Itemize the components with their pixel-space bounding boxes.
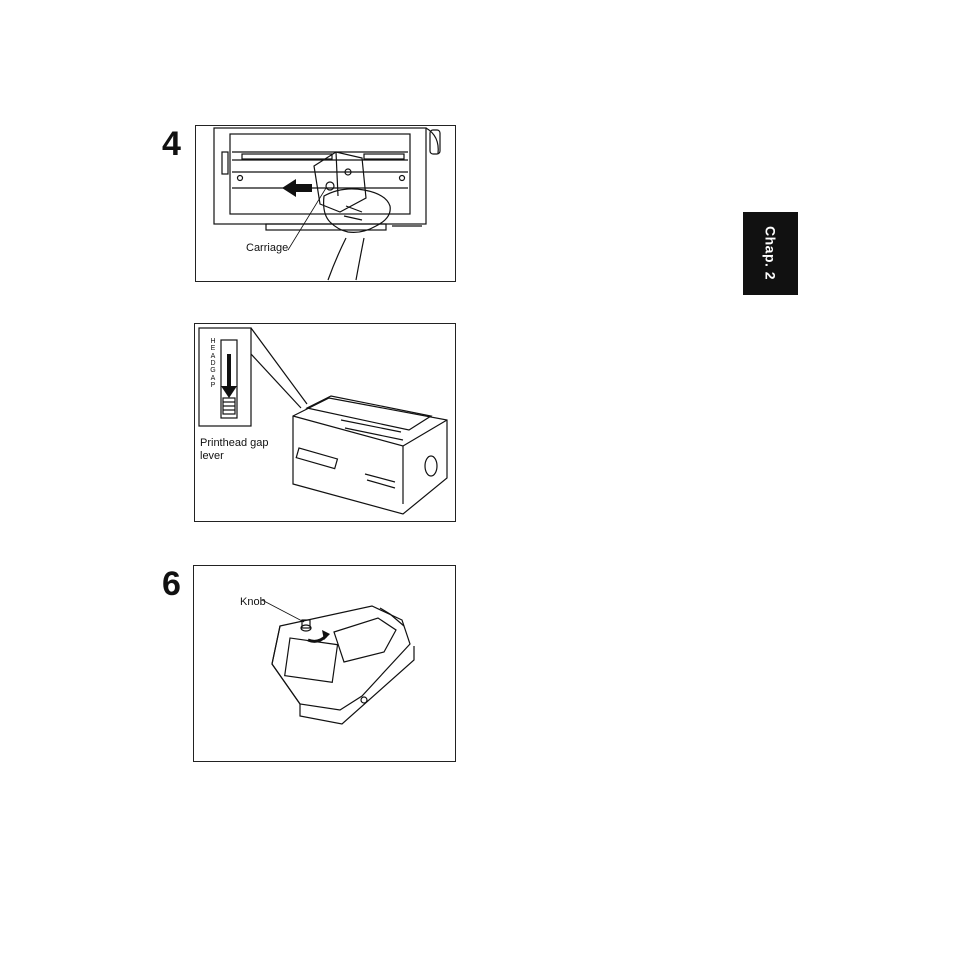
arrow-down-icon	[221, 354, 237, 398]
ribbon-cassette-illustration	[194, 566, 455, 761]
printer-carriage-illustration	[196, 126, 455, 281]
carriage-label: Carriage	[246, 242, 288, 255]
step-6-number: 6	[162, 567, 181, 601]
step-4-number: 4	[162, 127, 181, 161]
arrow-left-icon	[282, 179, 312, 197]
step-5-figure: HEAD GAP Printhead gap lever	[194, 323, 456, 522]
head-gap-scale-text: HEAD GAP	[209, 338, 217, 389]
step-6-figure: Knob	[193, 565, 456, 762]
chapter-tab: Chap. 2	[743, 212, 798, 295]
chapter-tab-label: Chap. 2	[763, 226, 779, 280]
head-gap-lever-illustration	[195, 324, 455, 521]
rotate-arrow-icon	[308, 630, 330, 641]
knob-label: Knob	[240, 596, 266, 609]
step-4-figure: Carriage	[195, 125, 456, 282]
printhead-gap-lever-label: Printhead gap lever	[200, 437, 269, 462]
